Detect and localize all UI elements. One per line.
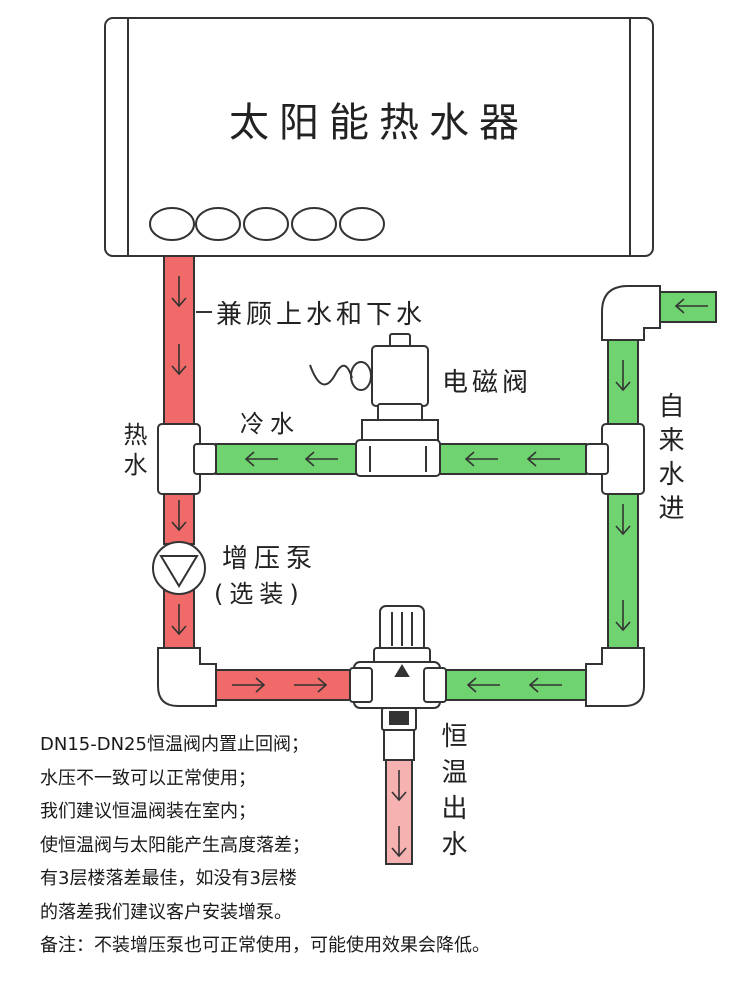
- cold-left-arrow-1: [244, 451, 278, 467]
- bottom-right-elbow: [585, 647, 645, 707]
- solenoid-valve-symbol: [309, 333, 441, 477]
- cold-down-arrow-3: [615, 600, 631, 632]
- pipe-note-label: 兼顾上水和下水: [216, 300, 427, 330]
- note-line: DN15-DN25恒温阀内置止回阀；: [40, 734, 309, 755]
- note-line: 使恒温阀与太阳能产生高度落差；: [40, 834, 310, 856]
- hot-side-tee-fitting: [157, 423, 217, 495]
- heater-title: 太阳能热水器: [229, 100, 529, 146]
- cold-left-arrow-3: [464, 451, 498, 467]
- flow-arrows: [171, 276, 708, 858]
- cold-water-label: 冷水: [240, 410, 300, 438]
- cold-down-arrow-2: [615, 504, 631, 536]
- hot-down-arrow-2: [171, 344, 187, 376]
- hot-right-arrow-1: [232, 677, 266, 693]
- hot-right-arrow-2: [294, 677, 328, 693]
- right-side-tee-fitting: [585, 423, 645, 495]
- cold-down-arrow-1: [615, 360, 631, 392]
- inlet-left-arrow: [674, 298, 708, 314]
- installation-notes: DN15-DN25恒温阀内置止回阀； 水压不一致可以正常使用； 我们建议恒温阀装…: [40, 728, 490, 963]
- hot-water-label: 热水: [119, 422, 147, 482]
- booster-optional-label: (选装): [214, 580, 305, 608]
- note-line: 备注：不装增压泵也可正常使用，可能使用效果会降低。: [40, 935, 490, 956]
- heater-tube-ports: [149, 207, 385, 241]
- cold-left-arrow-5: [466, 677, 500, 693]
- cold-left-arrow-6: [528, 677, 562, 693]
- note-line: 的落差我们建议客户安装增泵。: [40, 901, 292, 923]
- hot-down-arrow-1: [171, 276, 187, 308]
- outlet-down-arrow-2: [391, 826, 407, 858]
- tap-water-inlet-label: 自来水进: [654, 392, 684, 528]
- solar-heater-tank: [104, 17, 654, 257]
- booster-pump-symbol: [152, 541, 206, 595]
- note-line: 有3层楼落差最佳，如没有3层楼: [40, 868, 297, 889]
- cold-left-arrow-2: [304, 451, 338, 467]
- cold-water-pipe: [215, 291, 717, 701]
- outlet-down-arrow-1: [391, 770, 407, 802]
- solenoid-valve-label: 电磁阀: [442, 368, 533, 398]
- hot-down-arrow-4: [171, 604, 187, 636]
- hot-down-arrow-3: [171, 500, 187, 532]
- cold-left-arrow-4: [526, 451, 560, 467]
- note-line: 我们建议恒温阀装在室内；: [40, 801, 256, 822]
- note-line: 水压不一致可以正常使用；: [40, 767, 256, 789]
- mixed-water-outlet-label: 恒温出水: [437, 722, 467, 866]
- booster-pump-label: 增压泵: [222, 544, 319, 574]
- top-right-elbow: [601, 285, 661, 341]
- bottom-left-elbow: [157, 647, 217, 707]
- thermostatic-mixing-valve-symbol: [349, 605, 447, 761]
